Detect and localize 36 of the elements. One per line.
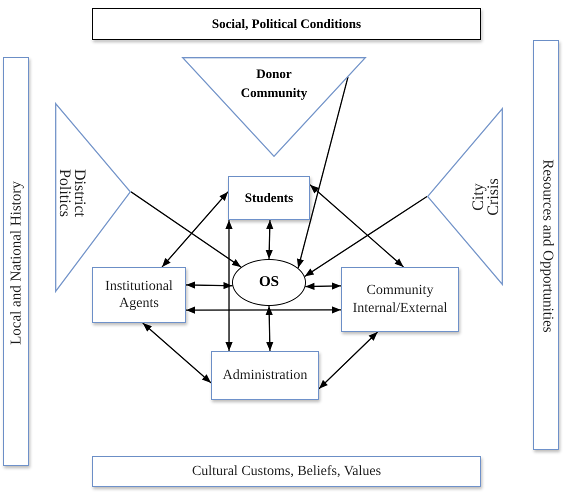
double-arrow bbox=[186, 306, 341, 314]
vertical-label: Local and National History bbox=[8, 180, 26, 346]
double-arrow bbox=[318, 332, 378, 390]
ellipse-node bbox=[232, 259, 306, 306]
node-label: OS bbox=[258, 273, 279, 292]
node-label: Institutional Agents bbox=[104, 278, 174, 312]
process-box bbox=[211, 351, 319, 400]
vertical-label: City Crisis bbox=[471, 177, 501, 218]
process-box bbox=[92, 267, 186, 323]
vertical-bar bbox=[533, 40, 559, 450]
double-arrow bbox=[310, 184, 404, 268]
node-label: Cultural Customs, Beliefs, Values bbox=[192, 462, 382, 480]
node-label: Administration bbox=[222, 366, 308, 384]
double-arrow bbox=[266, 220, 274, 260]
arrow bbox=[304, 196, 428, 277]
arrow bbox=[130, 191, 242, 268]
double-arrow bbox=[142, 322, 212, 384]
node-label: Donor Community bbox=[240, 65, 308, 102]
arrow bbox=[296, 76, 349, 268]
banner-box bbox=[92, 8, 481, 40]
double-arrow bbox=[305, 282, 342, 290]
double-arrow bbox=[225, 220, 233, 351]
double-arrow bbox=[162, 191, 228, 268]
vertical-bar bbox=[3, 57, 29, 466]
triangle-shape bbox=[182, 57, 366, 157]
double-arrow bbox=[266, 306, 274, 352]
process-box bbox=[341, 267, 459, 332]
vertical-label: District Politics bbox=[57, 168, 87, 219]
vertical-label: Resources and Opportunities bbox=[538, 158, 556, 335]
process-box bbox=[228, 176, 310, 220]
process-box bbox=[92, 456, 481, 487]
node-label: Community Internal/External bbox=[352, 282, 448, 317]
node-label: Social, Political Conditions bbox=[212, 16, 362, 32]
triangle-shape bbox=[427, 108, 503, 285]
node-label: Students bbox=[244, 190, 294, 206]
double-arrow bbox=[186, 281, 232, 290]
